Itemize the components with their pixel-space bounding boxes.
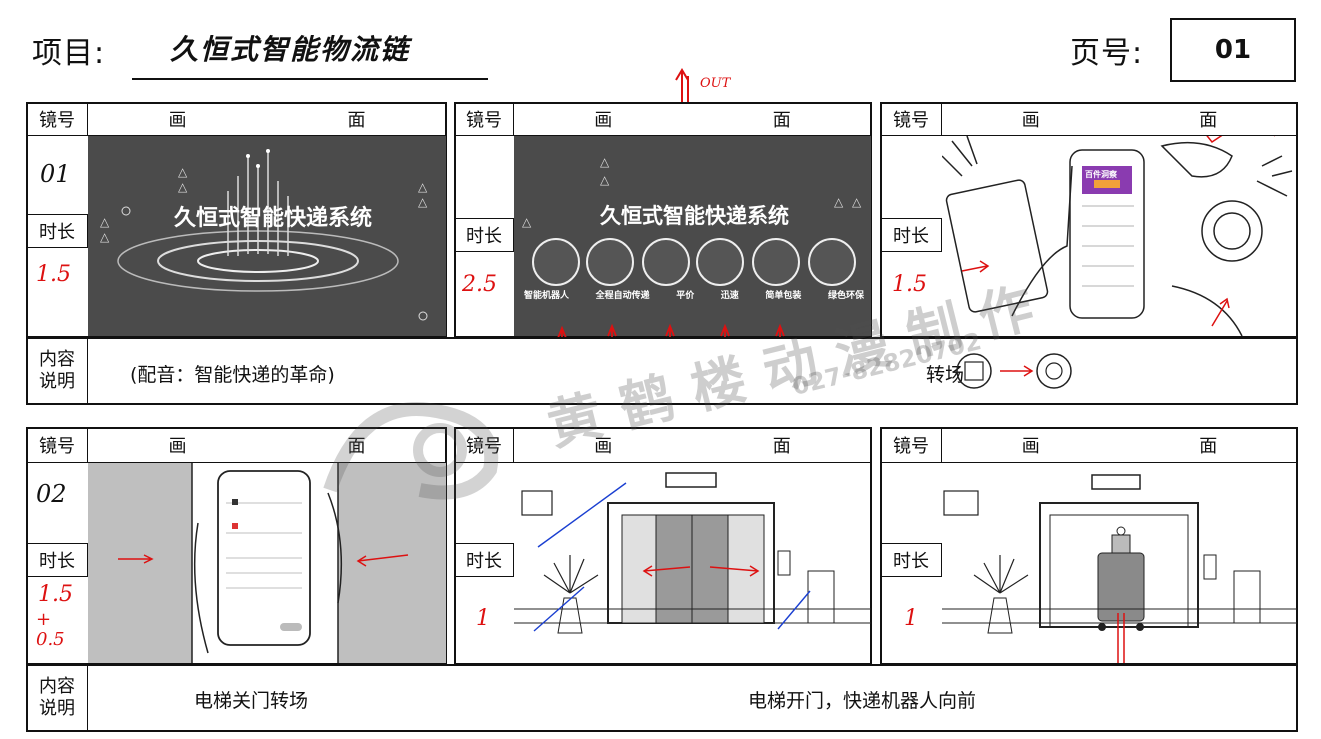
shot-label: 镜号 — [454, 102, 514, 136]
watermark-logo-icon — [323, 402, 499, 500]
project-label: 项目: — [32, 36, 106, 71]
svg-text:△: △ — [100, 230, 110, 244]
tech-feature-graphic: △ △ △ △ △ — [522, 155, 862, 286]
desc-label-line2: 说明 — [39, 698, 75, 719]
frame-header: 画 面 — [87, 427, 447, 463]
out-arrow-annotation — [675, 68, 689, 104]
elevator-closing-sketch — [514, 472, 871, 634]
transition-icons — [956, 353, 1072, 389]
frame-image-5 — [514, 463, 871, 663]
duration-value: 1.5 — [36, 262, 71, 287]
frame-image-4 — [88, 463, 446, 663]
duration-extra: + 0.5 — [36, 609, 65, 650]
frame-label-left: 画 — [168, 110, 187, 131]
feature-green: 绿色环保 — [827, 291, 864, 301]
duration-label: 时长 — [454, 543, 514, 577]
desc-row-2 — [26, 664, 1298, 732]
frame-image-1: △△ △△ △△ 久恒式智能快递系统 — [88, 136, 446, 336]
duration-label: 时长 — [26, 214, 88, 248]
frame-label-right: 面 — [347, 110, 366, 131]
feature-price: 平价 — [676, 291, 695, 301]
duration-value: 1 — [476, 606, 490, 631]
page-label: 页号: — [1070, 36, 1144, 71]
frame-label-right: 面 — [347, 436, 366, 457]
frame-image-6 — [942, 463, 1297, 663]
frame-image-3: 百件洞察 — [942, 136, 1297, 336]
svg-text:△: △ — [600, 155, 610, 169]
shot-number: 02 — [36, 480, 67, 508]
tech-circuit-graphic: △△ △△ △△ — [100, 149, 428, 321]
svg-text:△: △ — [834, 195, 844, 209]
feature-robot: 智能机器人 — [524, 291, 570, 301]
desc-label: 内容 说明 — [26, 664, 88, 732]
duration-label: 时长 — [26, 543, 88, 577]
frame-image-2: △ △ △ △ △ 久恒式智能快递系统 智能机器人 全程自动传递 平价 迅速 简单包装 … — [514, 136, 871, 336]
svg-text:△: △ — [178, 180, 188, 194]
duration-label: 时长 — [454, 218, 514, 252]
feature-labels: 智能机器人 全程自动传递 平价 迅速 简单包装 绿色环保 — [524, 288, 864, 301]
desk-phone-sketch — [942, 136, 1293, 336]
frame-label-right: 面 — [1199, 110, 1218, 131]
svg-text:△: △ — [418, 180, 428, 194]
phone-banner-text: 百件洞察 — [1085, 170, 1117, 179]
duration-label: 时长 — [880, 218, 942, 252]
svg-text:△: △ — [418, 195, 428, 209]
desc-row-1 — [26, 337, 1298, 405]
frame-header: 画 面 — [941, 102, 1298, 136]
svg-text:△: △ — [522, 215, 532, 229]
frame-label-left: 画 — [594, 436, 613, 457]
feature-pack: 简单包装 — [765, 291, 802, 301]
elevator-open-robot-sketch — [942, 474, 1297, 663]
duration-label: 时长 — [880, 543, 942, 577]
elevator-door-phone-sketch — [88, 463, 446, 663]
desc-label-line1: 内容 — [39, 676, 75, 697]
project-title-underline — [132, 78, 488, 80]
duration-value: 1.5 — [892, 272, 927, 297]
svg-text:△: △ — [852, 195, 862, 209]
panel-3 — [880, 102, 1298, 338]
frame-label-left: 画 — [168, 436, 187, 457]
desc-label: 内容 说明 — [26, 337, 88, 405]
frame-label-right: 面 — [772, 110, 791, 131]
duration-value: 1 — [904, 606, 918, 631]
shot-label: 镜号 — [880, 427, 942, 463]
feature-fast: 迅速 — [720, 291, 739, 301]
frame-label-right: 面 — [772, 436, 791, 457]
project-title: 久恒式智能物流链 — [170, 33, 411, 66]
desc-elevator-close: 电梯关门转场 — [194, 690, 309, 712]
frame1-title: 久恒式智能快递系统 — [174, 206, 373, 231]
shot-label: 镜号 — [26, 102, 88, 136]
desc-elevator-open: 电梯开门，快递机器人向前 — [748, 690, 977, 712]
frame-label-left: 画 — [1021, 436, 1040, 457]
frame-label-right: 面 — [1199, 436, 1218, 457]
desc-label-line2: 说明 — [39, 371, 75, 392]
duration-value: 2.5 — [462, 272, 497, 297]
shot-number: 01 — [40, 160, 71, 188]
page-number-box: 01 — [1170, 18, 1296, 82]
desc-transition: 转场 — [926, 364, 965, 386]
svg-text:△: △ — [600, 173, 610, 187]
out-note: OUT — [700, 76, 731, 91]
duration-value: 1.5 — [38, 582, 73, 607]
frame2-title: 久恒式智能快递系统 — [600, 204, 789, 228]
frame-label-left: 画 — [1021, 110, 1040, 131]
frame-header: 画 面 — [513, 102, 872, 136]
panel-6 — [880, 427, 1298, 665]
desc-voiceover: (配音：智能快递的革命) — [130, 364, 335, 386]
frame-label-left: 画 — [594, 110, 613, 131]
frame-header: 画 面 — [87, 102, 447, 136]
svg-text:△: △ — [178, 165, 188, 179]
desc-label-line1: 内容 — [39, 349, 75, 370]
frame-header: 画 面 — [941, 427, 1298, 463]
svg-text:△: △ — [100, 215, 110, 229]
feature-auto: 全程自动传递 — [595, 291, 650, 301]
shot-label: 镜号 — [26, 427, 88, 463]
shot-label: 镜号 — [880, 102, 942, 136]
frame-header: 画 面 — [513, 427, 872, 463]
